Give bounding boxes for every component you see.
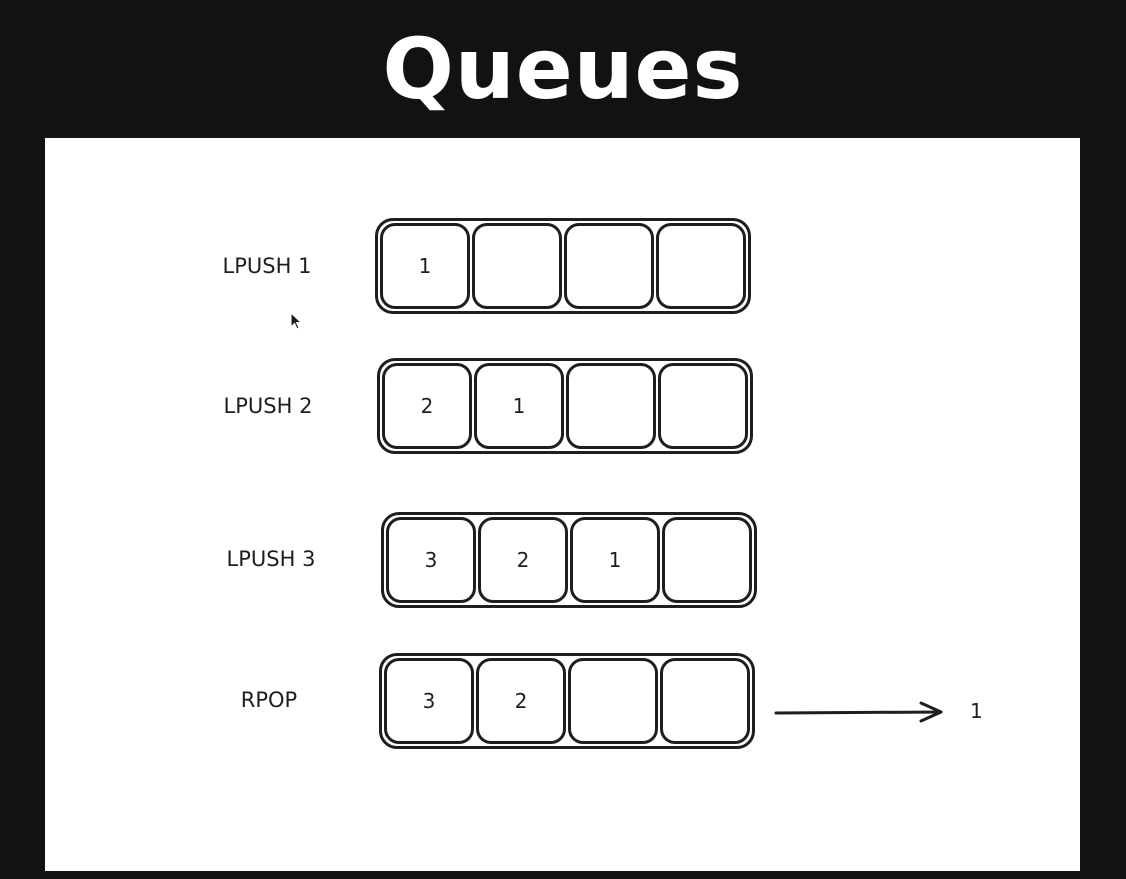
queue-slot [472,223,562,309]
queue-row-1: 1 [375,218,751,314]
queue-slot: 2 [382,363,472,449]
queue-slot [656,223,746,309]
queue-slot [660,658,750,744]
queue-row-2: 2 1 [377,358,753,454]
rpop-arrow-icon [774,701,943,723]
command-label-rpop: RPOP [240,688,298,712]
queue-slot [658,363,748,449]
queue-slot [662,517,752,603]
command-label-lpush-1: LPUSH 1 [222,254,312,278]
whiteboard-canvas: LPUSH 1 1 LPUSH 2 2 1 LPUSH 3 3 2 1 RPOP… [45,138,1080,871]
queue-slot: 3 [384,658,474,744]
queue-slot [564,223,654,309]
queue-slot [566,363,656,449]
slide-title: Queues [382,20,744,118]
queue-slot: 3 [386,517,476,603]
queue-slot: 2 [476,658,566,744]
mouse-pointer-icon [290,312,303,330]
queue-slot: 1 [380,223,470,309]
queue-slot: 2 [478,517,568,603]
command-label-lpush-2: LPUSH 2 [223,394,313,418]
popped-value: 1 [970,699,983,723]
command-label-lpush-3: LPUSH 3 [226,547,316,571]
queue-slot: 1 [570,517,660,603]
queue-slot [568,658,658,744]
queue-row-3: 3 2 1 [381,512,757,608]
queue-row-4: 3 2 [379,653,755,749]
queue-slot: 1 [474,363,564,449]
